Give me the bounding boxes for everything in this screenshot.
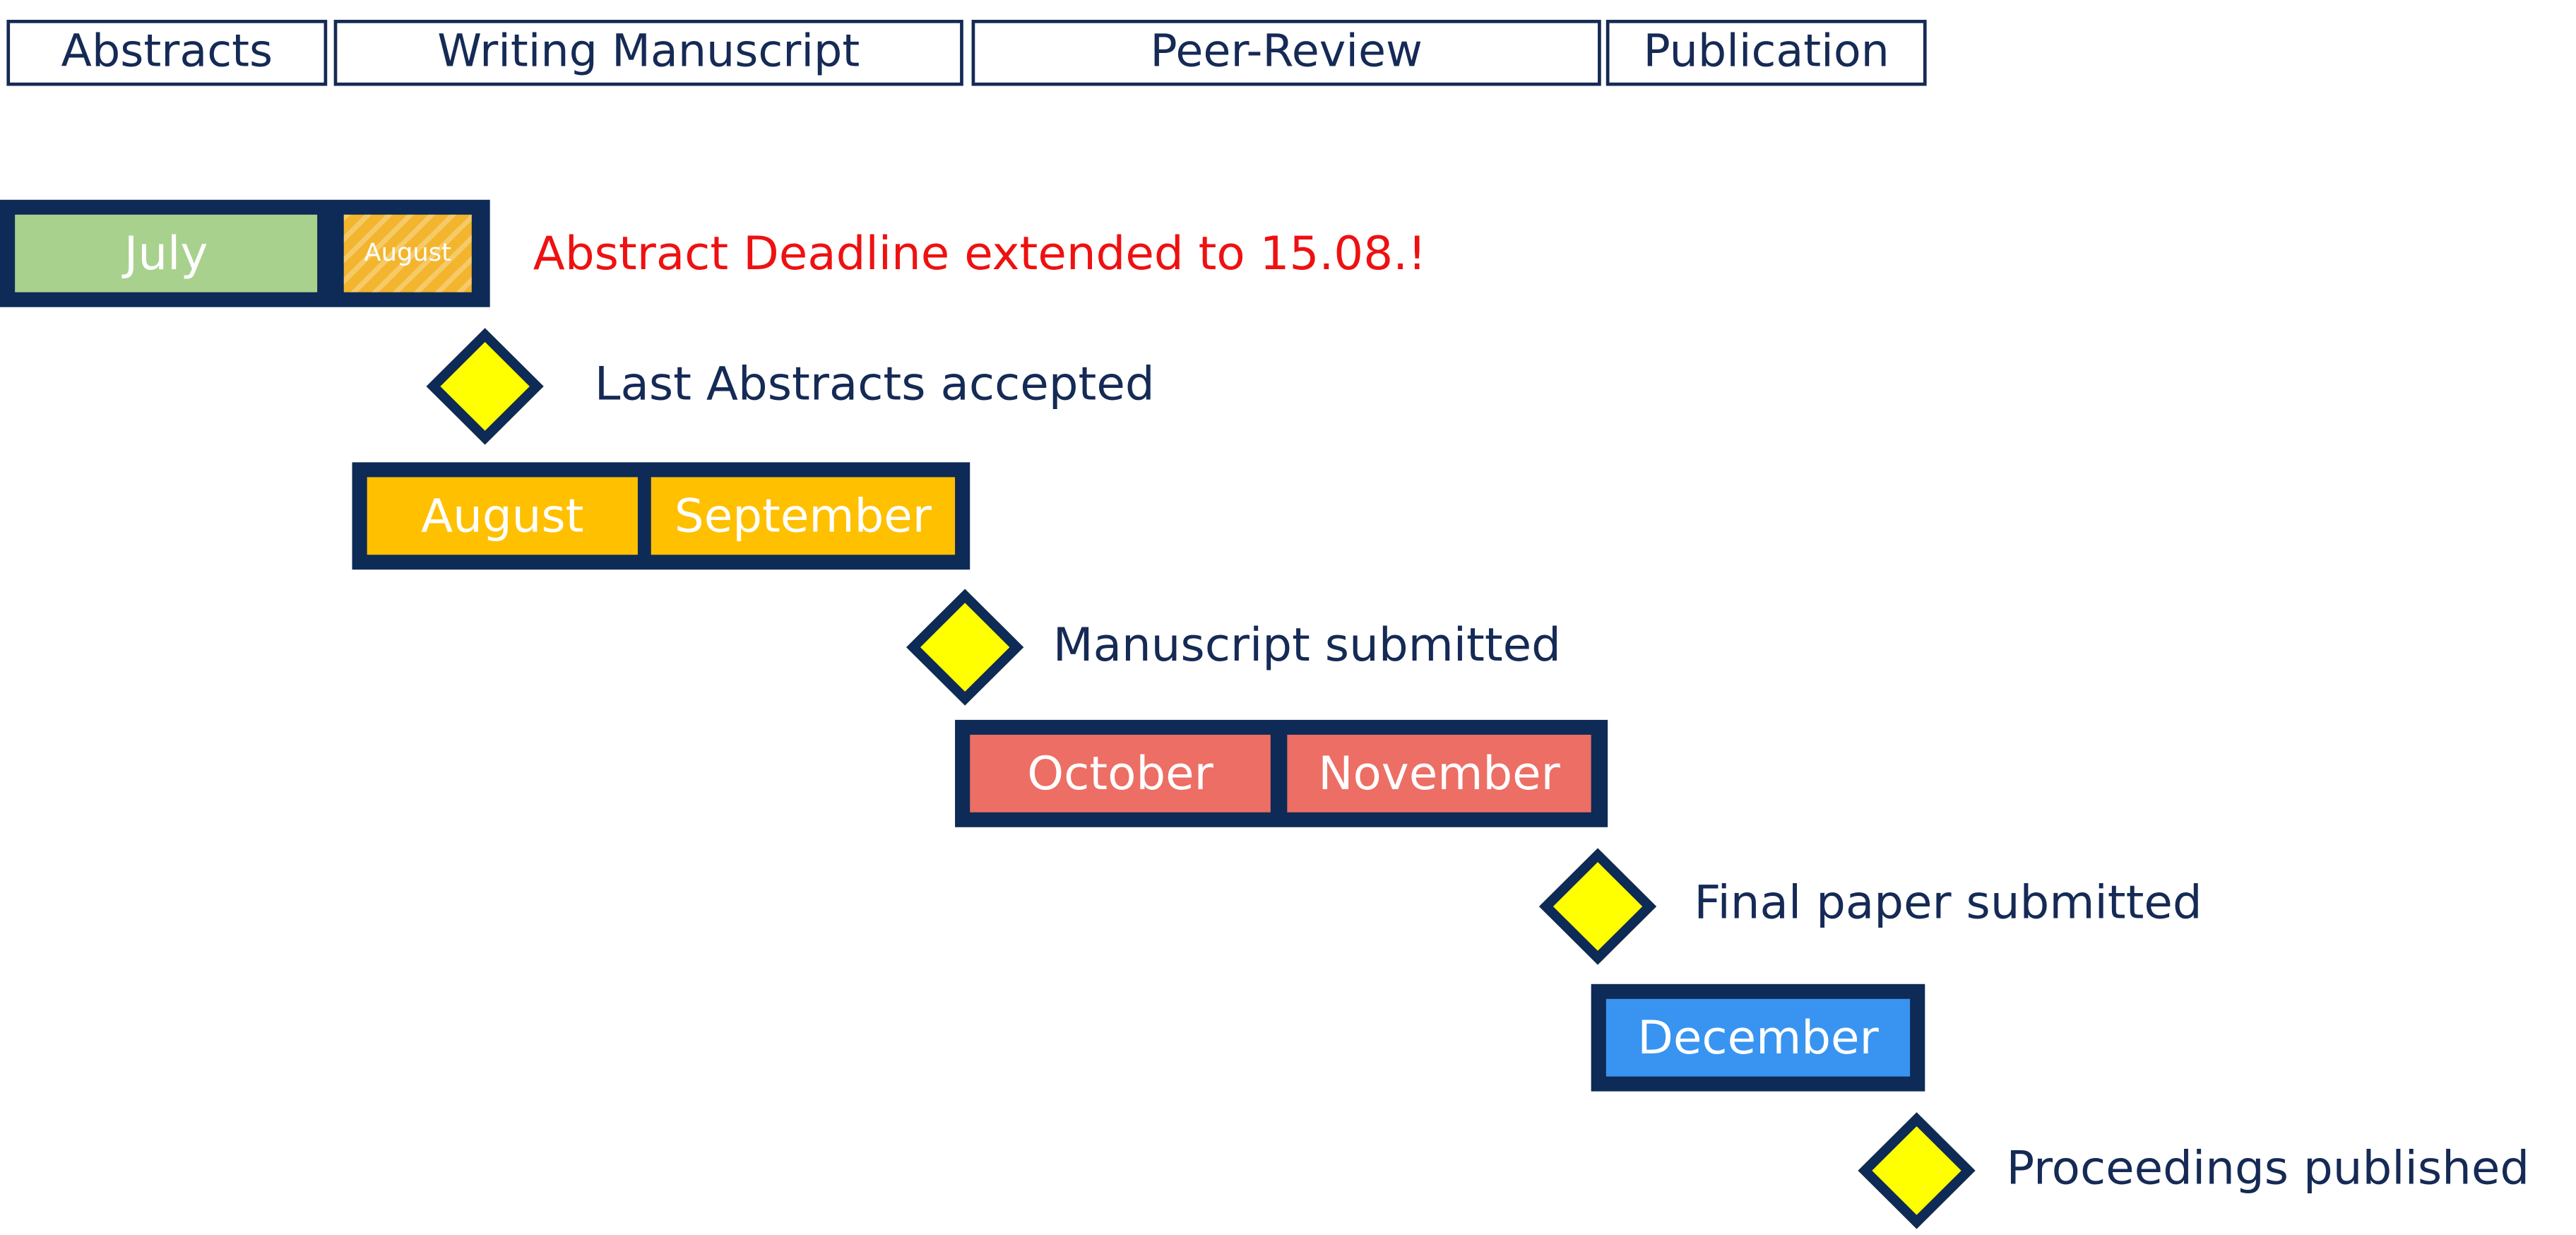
month-november: November <box>1287 734 1591 812</box>
milestone-diamond-4 <box>1858 1112 1976 1229</box>
publication-bar: December <box>1591 983 1925 1092</box>
review-bar: October November <box>955 719 1608 827</box>
month-august: August <box>367 477 638 555</box>
month-december: December <box>1605 998 1911 1077</box>
abstracts-bar: July August <box>0 199 490 307</box>
month-august-extension: August <box>343 214 472 292</box>
milestone-diamond-1 <box>426 328 544 445</box>
month-july: July <box>15 214 318 292</box>
phase-abstracts: Abstracts <box>6 20 328 86</box>
milestone-diamond-2 <box>906 589 1024 706</box>
milestone-label-2: Manuscript submitted <box>1052 618 1561 673</box>
milestone-diamond-3 <box>1538 848 1657 965</box>
milestone-label-1: Last Abstracts accepted <box>594 356 1155 411</box>
phase-writing-manuscript: Writing Manuscript <box>333 20 963 86</box>
milestone-label-3: Final paper submitted <box>1694 875 2202 930</box>
phase-publication: Publication <box>1605 20 1927 86</box>
month-september: September <box>651 477 956 555</box>
phase-peer-review: Peer-Review <box>971 20 1601 86</box>
writing-bar: August September <box>352 462 971 570</box>
milestone-label-4: Proceedings published <box>2006 1140 2530 1195</box>
abstract-deadline-note: Abstract Deadline extended to 15.08.! <box>533 226 1427 281</box>
month-october: October <box>970 734 1271 812</box>
